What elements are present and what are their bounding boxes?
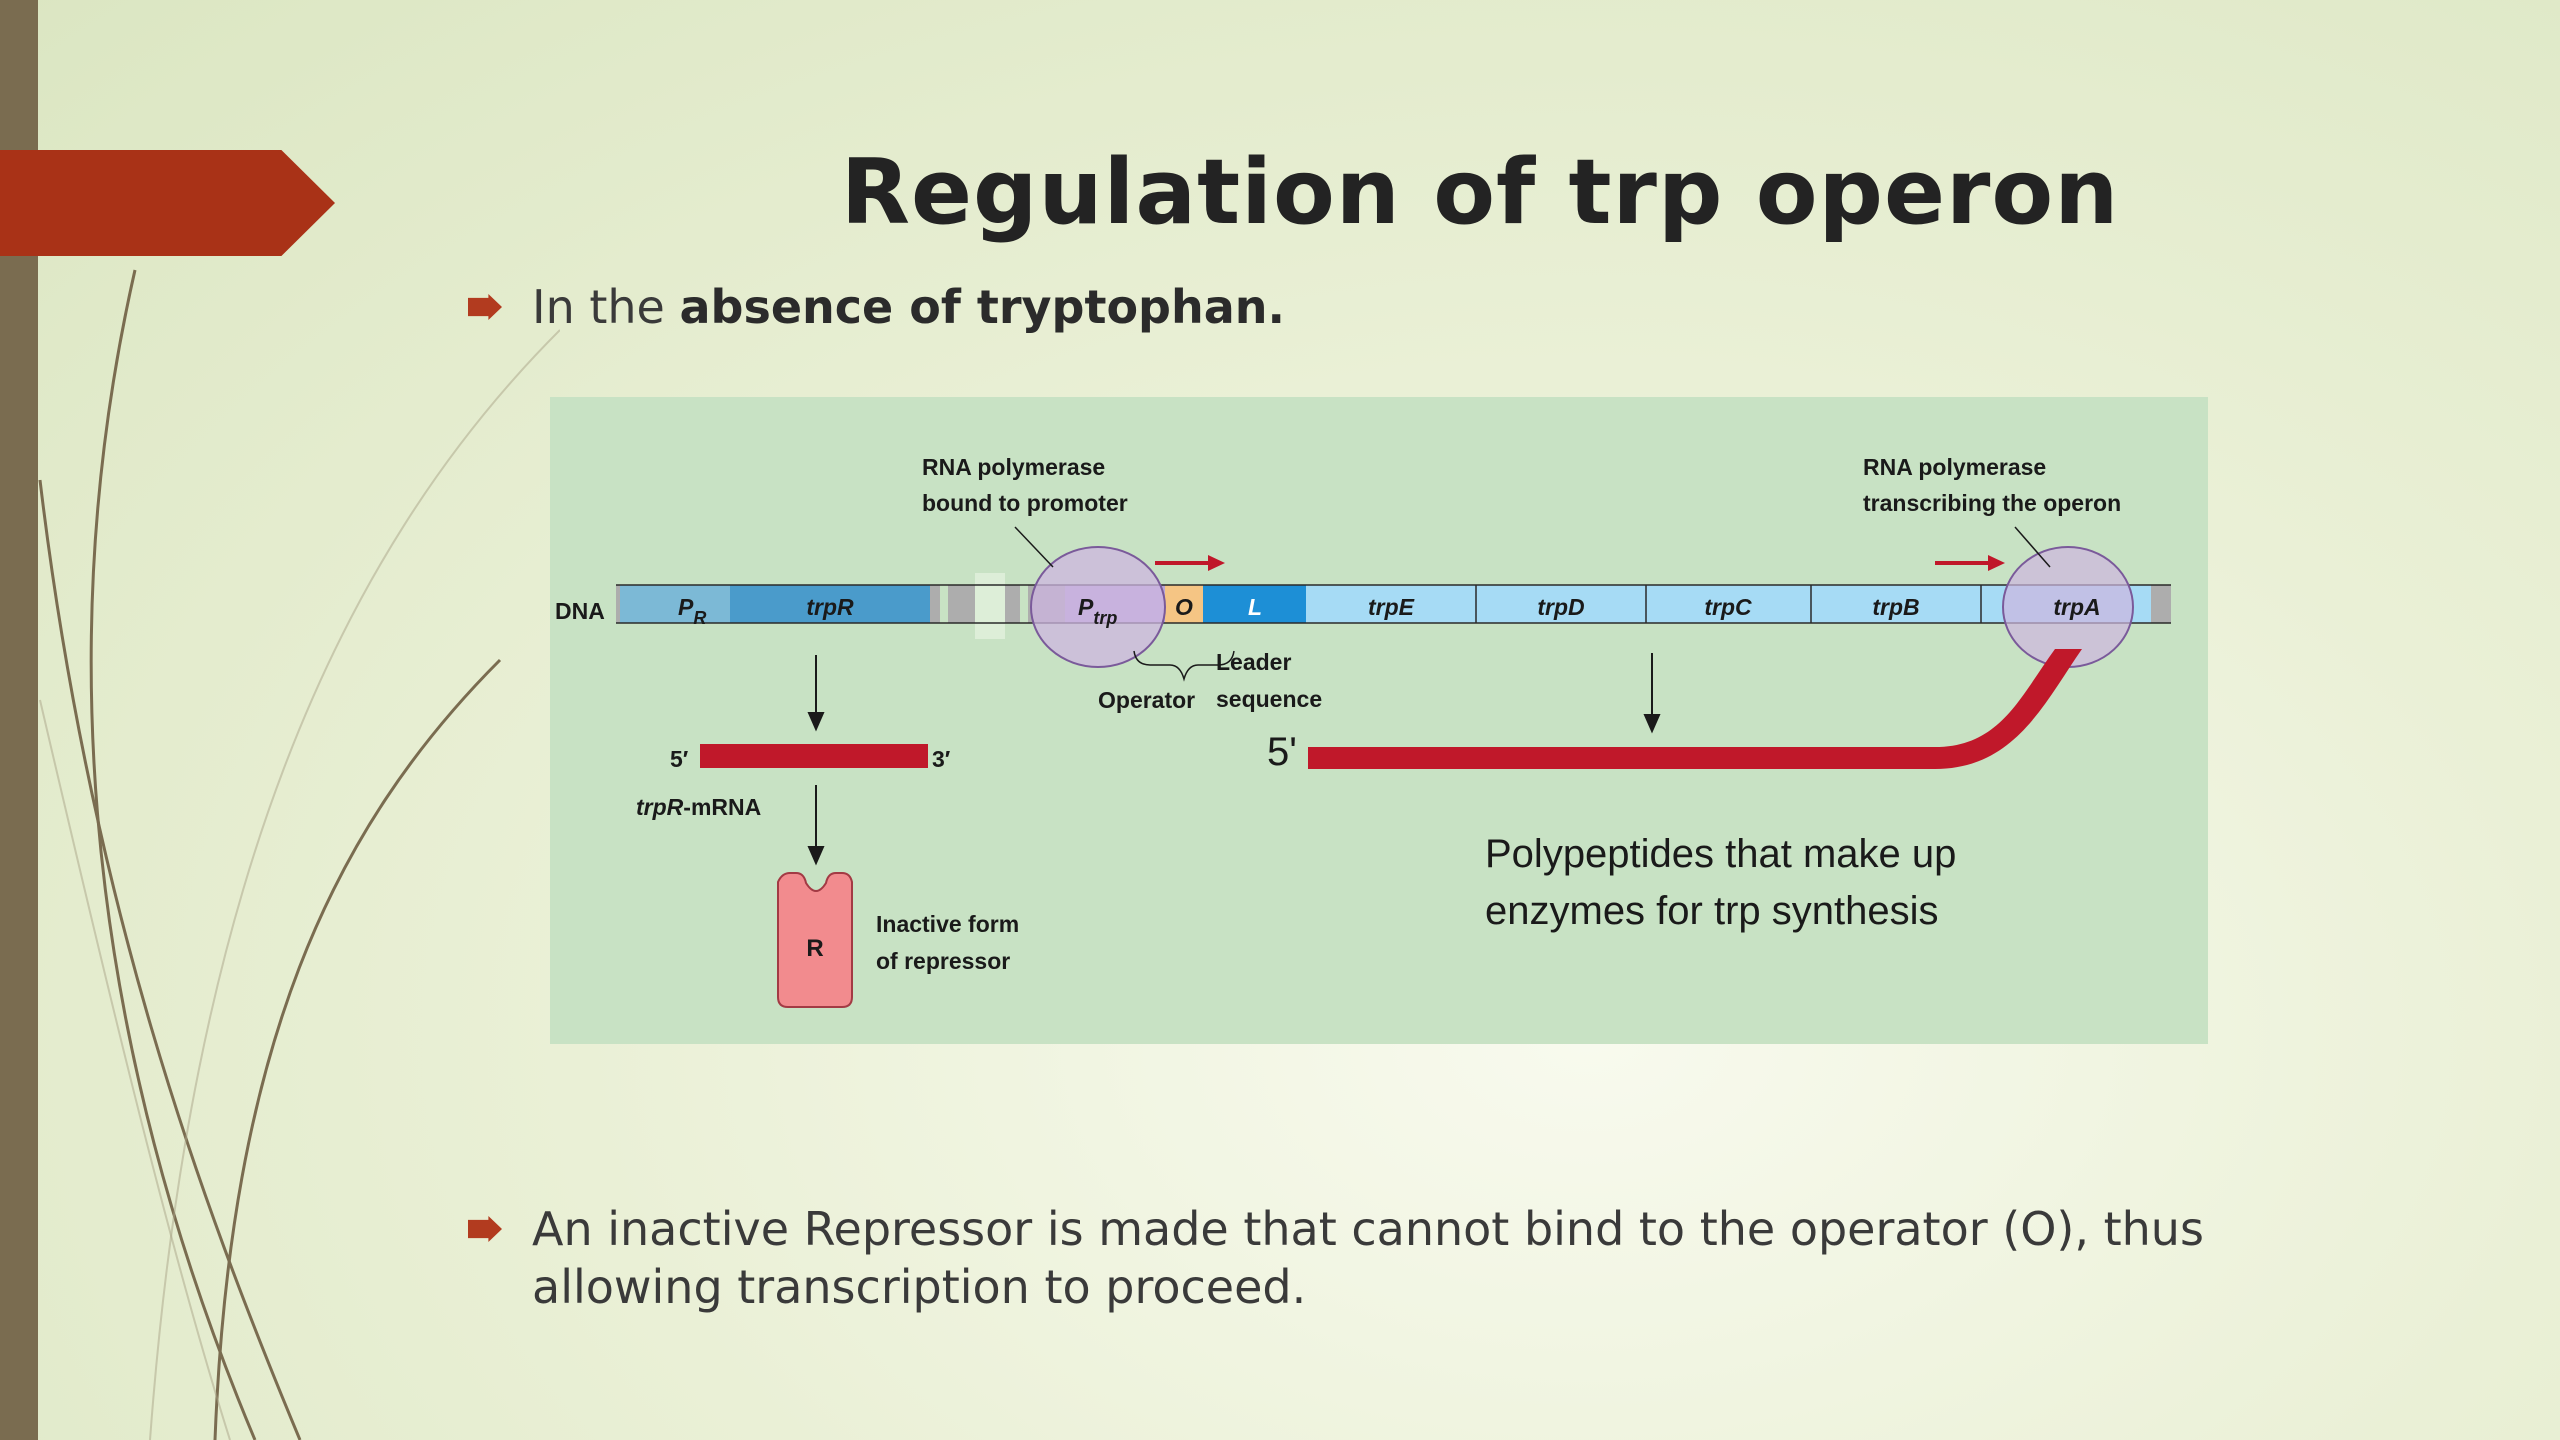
gene-trpE-region	[1306, 585, 1476, 623]
leader-label-line2: sequence	[1216, 686, 1322, 712]
gene-trpC-region	[1646, 585, 1811, 623]
operon-mrna-strand	[1308, 649, 2082, 769]
gene-trpE-label: trpE	[1368, 594, 1415, 620]
repressor-letter: R	[806, 935, 823, 962]
trpR-mrna-strand	[700, 744, 928, 768]
gene-trpD-region	[1476, 585, 1646, 623]
rnap-transcribing-label-line2: transcribing the operon	[1863, 490, 2121, 516]
trpR-mrna-3prime: 3′	[932, 746, 951, 772]
trpR-mrna-5prime: 5′	[670, 746, 689, 772]
operator-box-label: O	[1175, 594, 1193, 620]
leader-region	[1203, 585, 1306, 623]
operator-label: Operator	[1098, 687, 1195, 713]
gene-trpC-label: trpC	[1704, 594, 1752, 620]
gene-trpB-region	[1811, 585, 1981, 623]
gene-trpB-label: trpB	[1872, 594, 1919, 620]
gene-trpD-label: trpD	[1537, 594, 1584, 620]
bullet-arrow-icon	[468, 294, 502, 320]
transcription-direction-arrow-2	[1935, 555, 2005, 571]
leader-box-label: L	[1248, 594, 1262, 620]
gene-trpR-region	[730, 585, 930, 623]
promoter-pr-label: PR	[678, 594, 706, 628]
slide-title: Regulation of trp operon	[840, 140, 2120, 245]
bullet-arrow-icon	[468, 1216, 502, 1242]
bullet-absence-of-tryptophan: In the absence of tryptophan.	[460, 278, 2240, 338]
operon-gene-labels: trpE trpD trpC trpB trpA	[1368, 594, 2101, 620]
title-arrow-tab	[0, 150, 335, 256]
dna-break	[975, 573, 1005, 639]
dna-label: DNA	[555, 598, 605, 624]
rnap-transcribing-label-line1: RNA polymerase	[1863, 454, 2046, 480]
promoter-pr-region	[620, 585, 730, 623]
rnap-promoter-label-line2: bound to promoter	[922, 490, 1128, 516]
rna-polymerase-at-promoter	[1030, 546, 1166, 668]
bullet1-emphasis: absence of tryptophan.	[679, 280, 1285, 334]
trpR-mrna-label: trpR-mRNA	[636, 794, 761, 820]
rnap-promoter-label-line1: RNA polymerase	[922, 454, 1105, 480]
operator-brace	[1133, 650, 1235, 682]
decorative-swooshes	[38, 269, 560, 1440]
operator-region	[1165, 585, 1203, 623]
repressor-label-line1: Inactive form	[876, 911, 1019, 937]
inactive-repressor-shape	[777, 872, 853, 1008]
polypeptide-label-line1: Polypeptides that make up	[1485, 832, 1956, 876]
promoter-trp-label: Ptrp	[1078, 594, 1117, 628]
transcription-direction-arrow-1	[1155, 555, 1225, 571]
bullet1-prefix: In the	[532, 280, 680, 334]
gene-trpA-label: trpA	[2053, 594, 2100, 620]
gene-trpR-label: trpR	[806, 594, 854, 620]
operon-mrna-5prime: 5'	[1267, 730, 1297, 774]
bullet-inactive-repressor: An inactive Repressor is made that canno…	[460, 1200, 2240, 1320]
polypeptide-label-line2: enzymes for trp synthesis	[1485, 889, 1939, 933]
leader-label-line1: Leader	[1216, 649, 1291, 675]
repressor-label-line2: of repressor	[876, 948, 1010, 974]
